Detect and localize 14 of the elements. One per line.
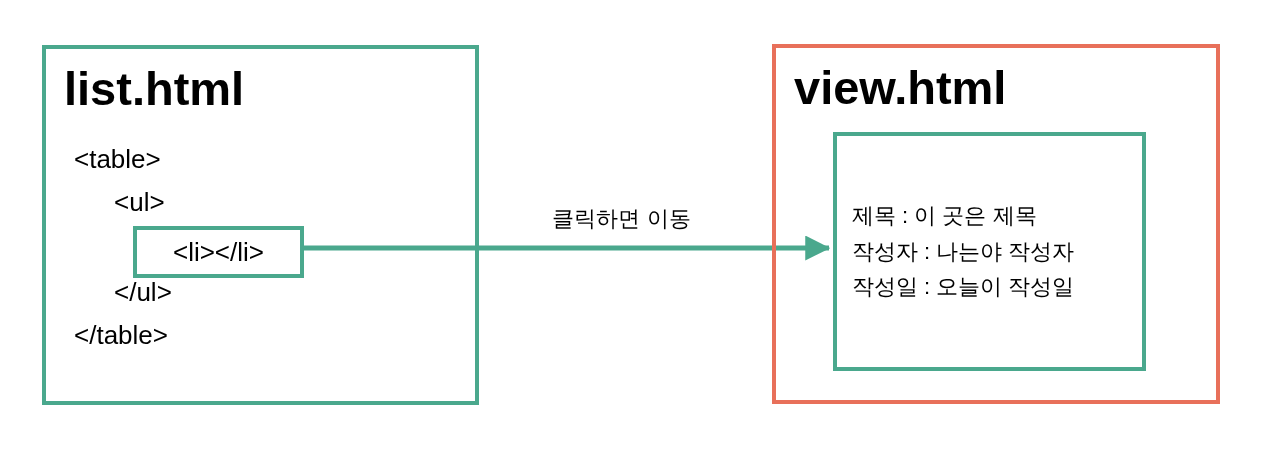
- code-line: <table>: [74, 144, 161, 175]
- file-box: [42, 45, 479, 405]
- file-box: [772, 44, 1220, 404]
- field-text: 작성자 : 나는야 작성자: [852, 237, 1075, 266]
- file-title: view.html: [794, 60, 1007, 115]
- content-box: [833, 132, 1146, 371]
- content-box: [133, 226, 304, 278]
- file-title: list.html: [64, 61, 245, 116]
- code-line: </ul>: [114, 277, 172, 308]
- code-line: </table>: [74, 320, 168, 351]
- field-text: 제목 : 이 곳은 제목: [852, 202, 1038, 230]
- code-line: <ul>: [114, 187, 165, 218]
- code-line: <li></li>: [172, 236, 265, 268]
- field-text: 작성일 : 오늘이 작성일: [852, 273, 1075, 301]
